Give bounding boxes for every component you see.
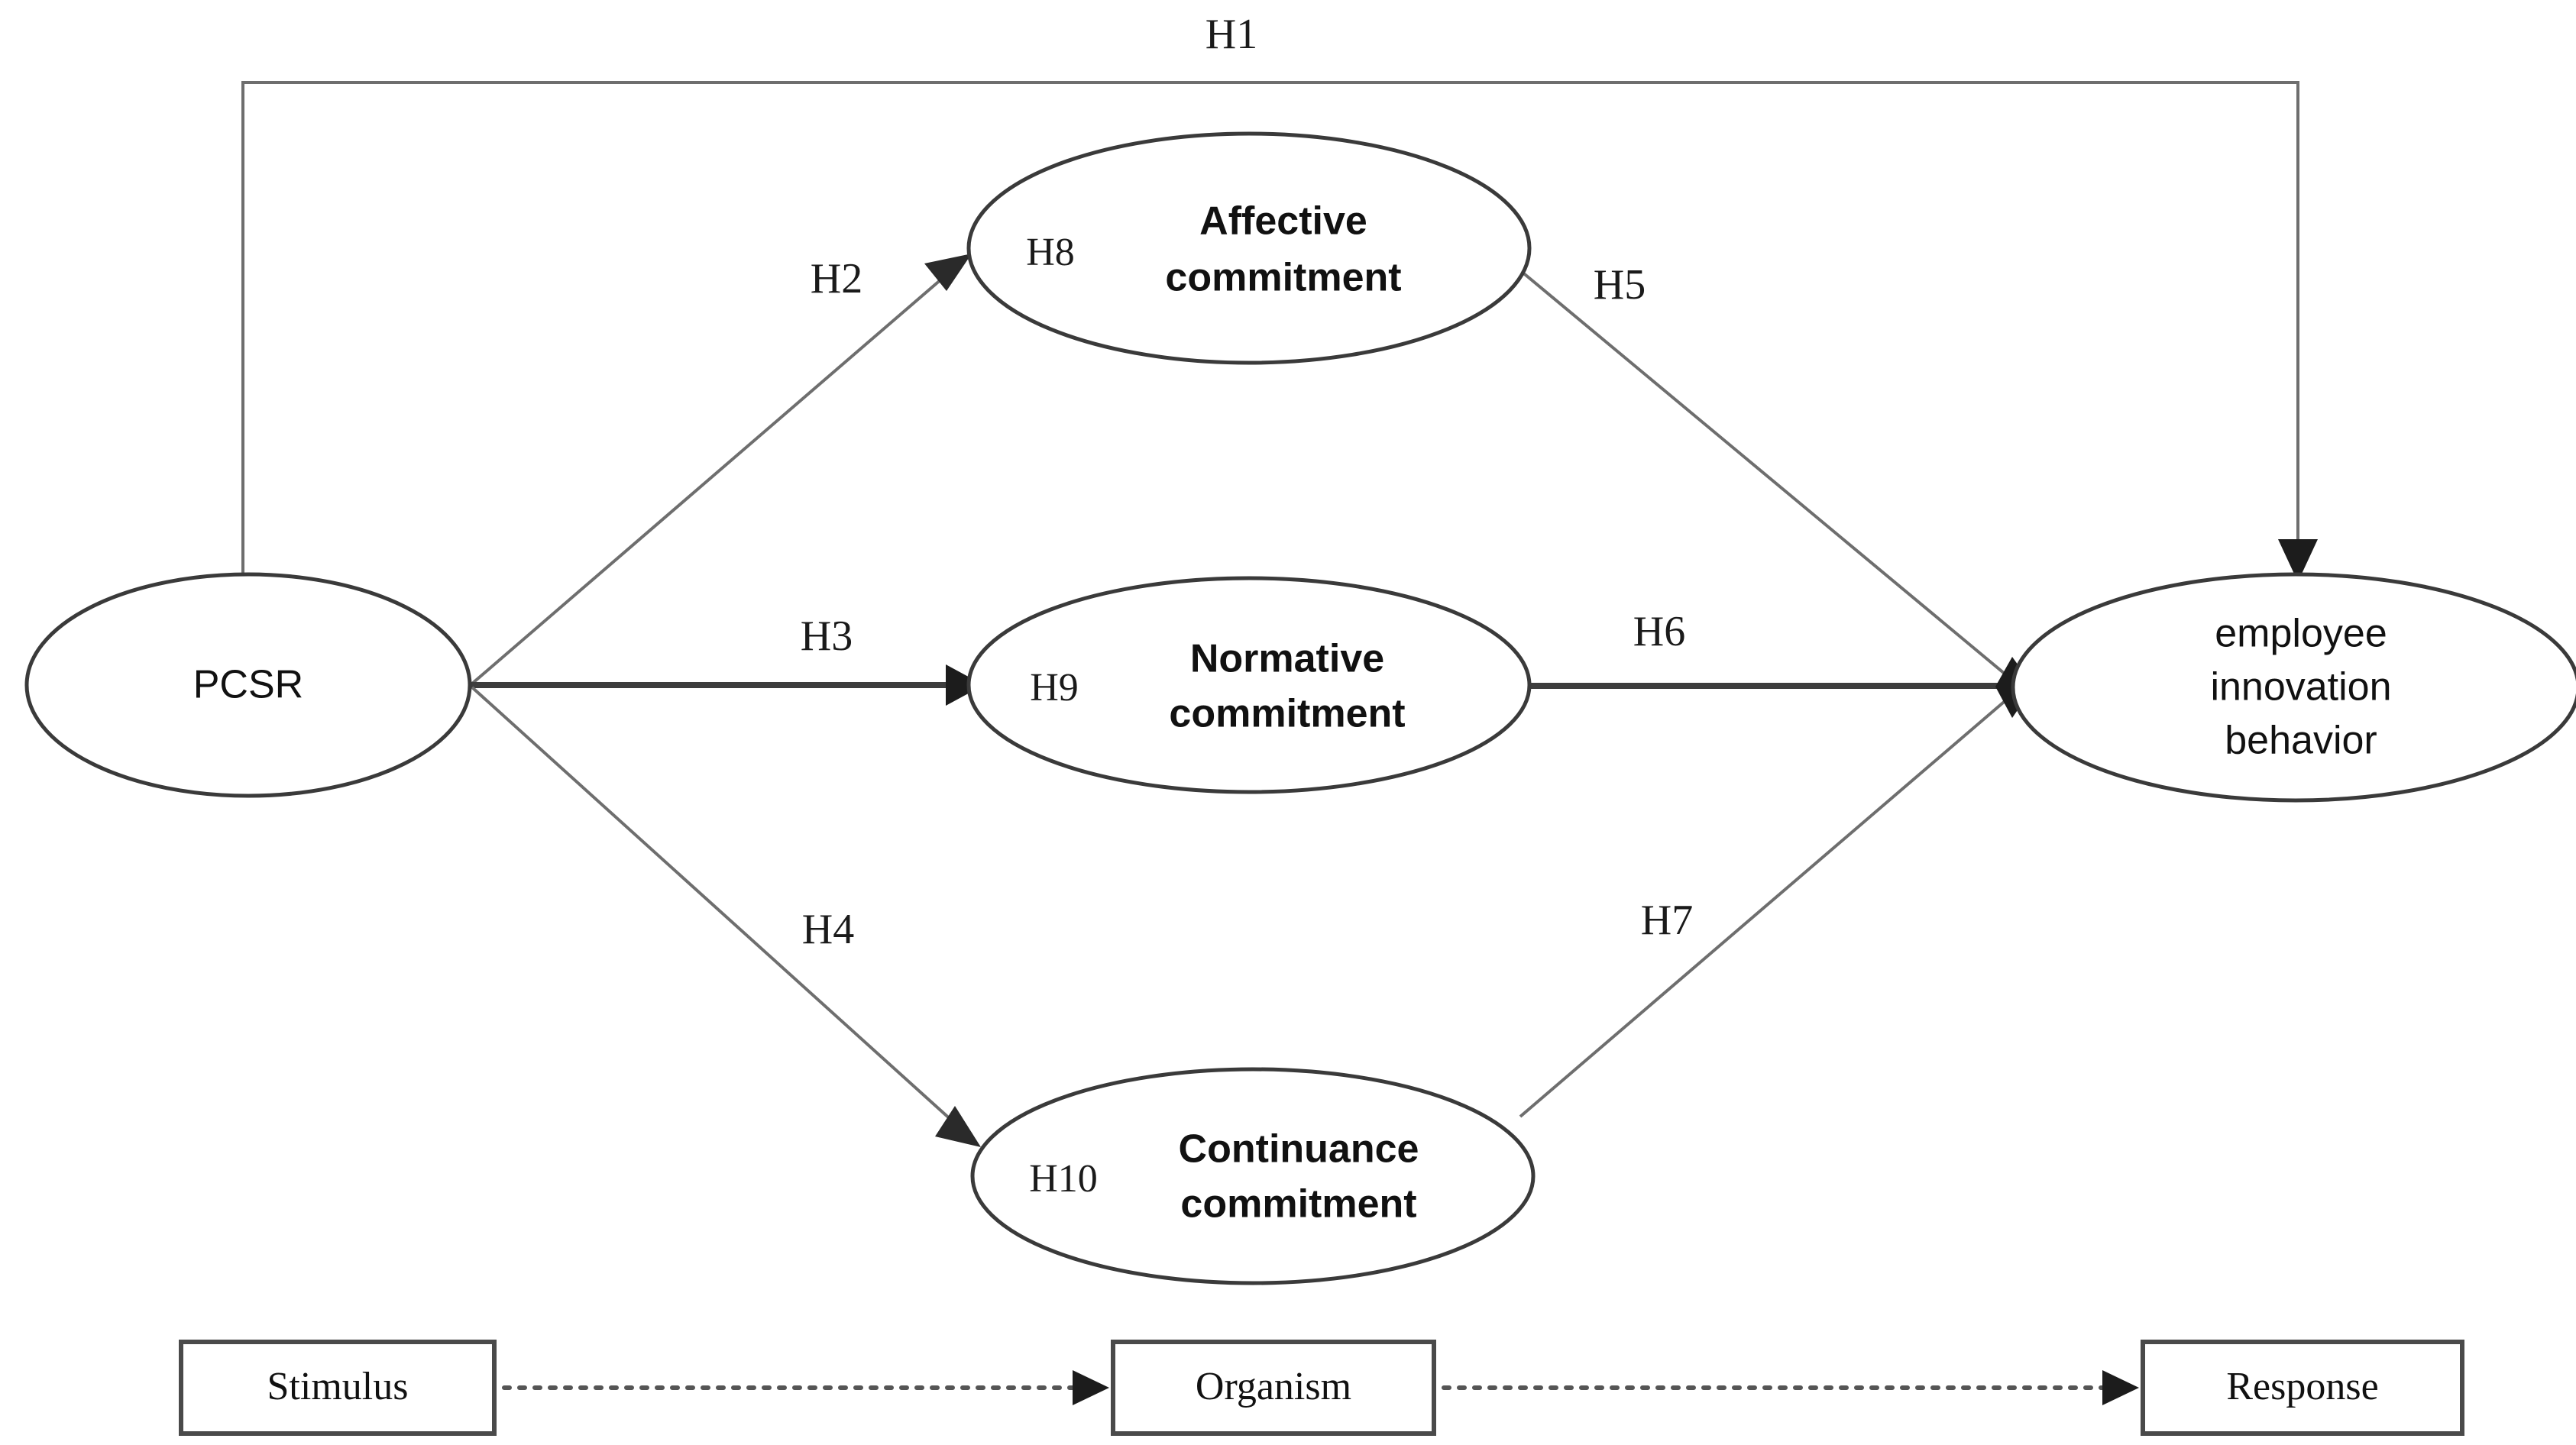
node-continuance-commitment[interactable]: H10 Continuance commitment	[970, 1067, 1536, 1285]
sor-box-stimulus-label: Stimulus	[267, 1365, 409, 1408]
node-normative-commitment[interactable]: H9 Normative commitment	[966, 576, 1532, 794]
sor-box-organism[interactable]: Organism	[1111, 1340, 1436, 1436]
node-pcsr[interactable]: PCSR	[24, 572, 472, 798]
edge-h2	[471, 254, 972, 685]
sor-framework: Stimulus Organism Response	[179, 1340, 2464, 1436]
node-normative-commitment-shape	[966, 576, 1532, 794]
node-continuance-inner-hypothesis-label: H10	[1029, 1157, 1098, 1201]
edge-h5	[1515, 266, 2015, 683]
label-h2: H2	[811, 255, 862, 302]
label-h5: H5	[1594, 261, 1646, 309]
node-affective-commitment-shape	[966, 131, 1532, 365]
node-normative-commitment-line1: Normative	[1190, 637, 1384, 681]
node-affective-inner-hypothesis-label: H8	[1026, 231, 1075, 274]
edge-h1-line	[241, 81, 2299, 578]
sor-arrow-1-arrowhead	[1073, 1370, 1109, 1405]
sor-box-response[interactable]: Response	[2141, 1340, 2464, 1436]
node-continuance-commitment-shape	[970, 1067, 1536, 1285]
label-h4: H4	[802, 906, 854, 953]
node-continuance-commitment-line2: commitment	[1180, 1182, 1416, 1227]
node-normative-commitment-line2: commitment	[1169, 692, 1405, 736]
edge-h4-arrowhead	[935, 1106, 981, 1147]
edge-h4	[471, 686, 981, 1147]
edge-h4-line	[471, 686, 963, 1130]
node-affective-commitment-line2: commitment	[1165, 256, 1401, 300]
sor-arrow-organism-to-response	[1442, 1370, 2139, 1405]
sor-box-organism-shape	[1111, 1340, 1436, 1436]
node-pcsr-label: PCSR	[193, 663, 303, 707]
node-affective-commitment[interactable]: H8 Affective commitment	[966, 131, 1532, 365]
node-affective-commitment-line1: Affective	[1199, 199, 1367, 244]
node-outcome-line1: employee	[2215, 612, 2387, 656]
sor-box-organism-label: Organism	[1196, 1365, 1351, 1408]
node-continuance-commitment-line1: Continuance	[1179, 1127, 1419, 1172]
edge-h3	[471, 664, 984, 706]
node-employee-innovation-behavior-shape	[2011, 572, 2576, 803]
node-normative-inner-hypothesis-label: H9	[1030, 666, 1079, 710]
node-pcsr-shape	[24, 572, 472, 798]
sor-box-response-label: Response	[2226, 1365, 2378, 1408]
sor-box-response-shape	[2141, 1340, 2464, 1436]
edge-h2-line	[471, 267, 955, 685]
node-outcome-line3: behavior	[2225, 719, 2377, 763]
label-h3: H3	[801, 613, 853, 660]
edge-h3-arrowhead	[946, 664, 984, 706]
sor-arrow-stimulus-to-organism	[502, 1370, 1109, 1405]
edge-h5-line	[1515, 266, 2015, 683]
edge-h1	[241, 81, 2318, 582]
edge-h1-arrowhead	[2278, 539, 2318, 582]
sor-arrow-2-arrowhead	[2102, 1370, 2139, 1405]
node-outcome-line2: innovation	[2210, 665, 2391, 710]
label-h6: H6	[1633, 608, 1685, 655]
node-employee-innovation-behavior[interactable]: employee innovation behavior	[2011, 572, 2576, 803]
edge-h2-arrowhead	[924, 254, 972, 291]
edge-h7-line	[1519, 692, 2015, 1118]
edge-h7	[1519, 692, 2015, 1118]
label-h7: H7	[1641, 897, 1693, 944]
label-h1: H1	[1205, 11, 1257, 58]
sor-box-stimulus[interactable]: Stimulus	[179, 1340, 497, 1436]
sor-box-stimulus-shape	[179, 1340, 497, 1436]
